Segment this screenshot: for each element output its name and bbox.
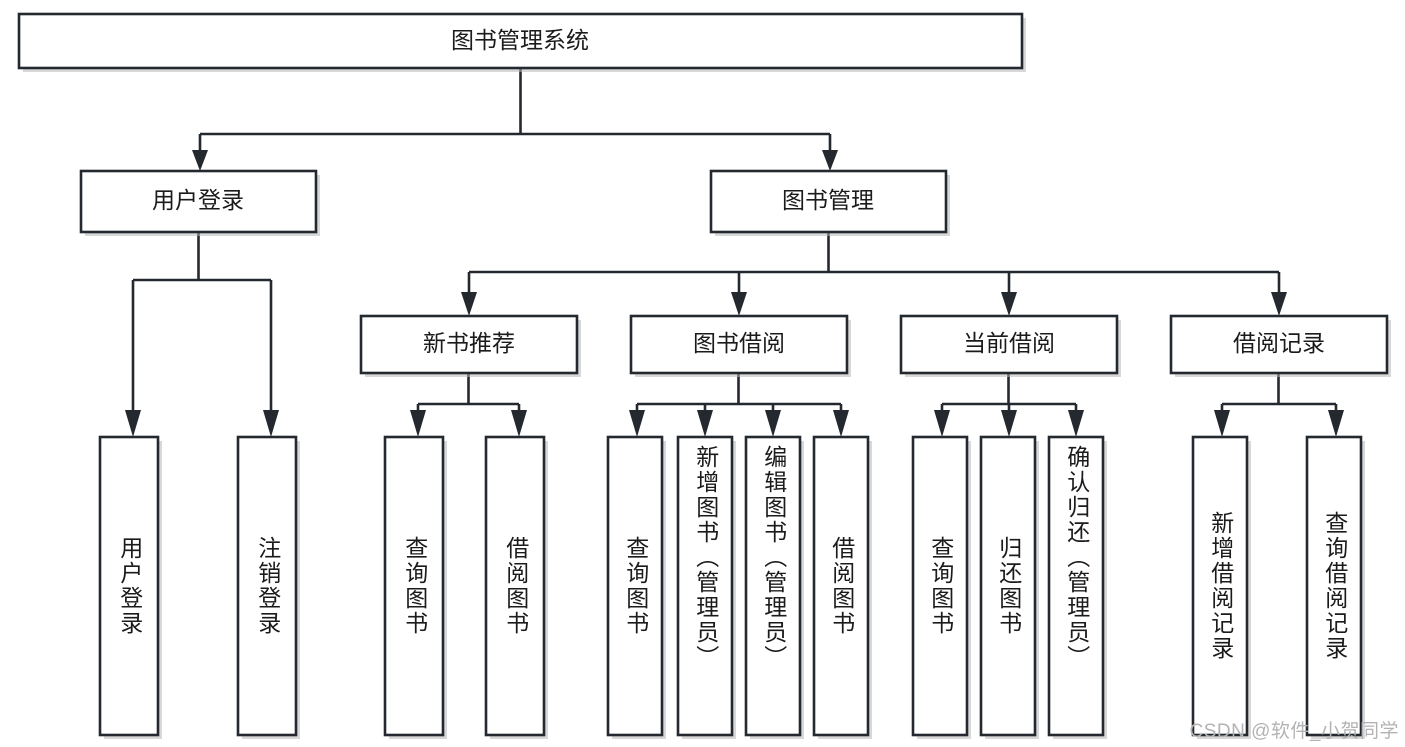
leaf-borrow-book-1-box[interactable] <box>484 435 546 737</box>
node-user-login-box[interactable] <box>79 169 318 234</box>
arrowhead-leaf-logout-login <box>263 410 279 437</box>
node-book-borrow[interactable]: 图书借阅 <box>629 314 851 377</box>
node-current-borrow-box[interactable] <box>899 314 1119 375</box>
node-borrow-record[interactable]: 借阅记录 <box>1169 314 1391 377</box>
leaf-logout-login-box[interactable] <box>236 435 298 737</box>
node-user-login-label: 用户登录 <box>152 187 244 213</box>
arrowhead-user-login <box>192 150 208 171</box>
leaf-edit-book-box[interactable] <box>744 435 802 737</box>
arrowhead-current-borrow <box>1001 292 1017 316</box>
arrowhead-new-book-recommend <box>461 292 477 316</box>
arrowhead-leaf-confirm-return <box>1068 410 1084 437</box>
node-new-book-recommend[interactable]: 新书推荐 <box>359 314 581 377</box>
leaf-borrow-book-2-box[interactable] <box>812 435 870 737</box>
node-user-login[interactable]: 用户登录 <box>79 169 320 236</box>
leaf-add-book-box[interactable] <box>676 435 734 737</box>
connector-layer <box>125 68 1344 437</box>
arrowhead-leaf-query-book-1 <box>410 410 426 437</box>
arrowhead-book-management <box>822 150 838 171</box>
leaf-add-record-box[interactable] <box>1191 435 1249 737</box>
node-borrow-record-label: 借阅记录 <box>1233 330 1325 356</box>
leaf-query-book-2-box[interactable] <box>606 435 664 737</box>
node-book-borrow-box[interactable] <box>629 314 849 375</box>
node-current-borrow-label: 当前借阅 <box>963 330 1055 356</box>
node-book-management[interactable]: 图书管理 <box>709 169 950 236</box>
leaf-layer <box>98 435 1365 739</box>
leaf-confirm-return-box[interactable] <box>1047 435 1105 737</box>
node-new-book-recommend-box[interactable] <box>359 314 579 375</box>
node-current-borrow[interactable]: 当前借阅 <box>899 314 1121 377</box>
node-root-box[interactable] <box>17 12 1024 70</box>
arrowhead-leaf-edit-book <box>765 410 781 437</box>
node-book-borrow-label: 图书借阅 <box>693 330 785 356</box>
leaf-query-book-3-box[interactable] <box>911 435 969 737</box>
leaf-query-book-1-box[interactable] <box>383 435 445 737</box>
node-root-label: 图书管理系统 <box>451 27 589 53</box>
arrowhead-leaf-borrow-book-2 <box>833 410 849 437</box>
leaf-return-book-box[interactable] <box>979 435 1037 737</box>
arrowhead-leaf-add-record <box>1214 410 1230 437</box>
node-new-book-recommend-label: 新书推荐 <box>423 330 515 356</box>
node-book-management-box[interactable] <box>709 169 948 234</box>
arrowhead-leaf-borrow-book-1 <box>511 410 527 437</box>
arrowhead-borrow-record <box>1271 292 1287 316</box>
arrowhead-leaf-query-record <box>1328 410 1344 437</box>
arrowhead-leaf-user-login <box>125 410 141 437</box>
arrowhead-leaf-return-book <box>1001 410 1017 437</box>
arrowhead-book-borrow <box>731 292 747 316</box>
leaf-user-login-box[interactable] <box>98 435 160 737</box>
arrowhead-leaf-query-book-3 <box>934 410 950 437</box>
csdn-watermark: CSDN @软件_小贺同学 <box>1189 721 1399 742</box>
node-borrow-record-box[interactable] <box>1169 314 1389 375</box>
arrowhead-leaf-add-book <box>697 410 713 437</box>
arrowhead-leaf-query-book-2 <box>629 410 645 437</box>
node-book-management-label: 图书管理 <box>782 187 874 213</box>
node-root[interactable]: 图书管理系统 <box>17 12 1026 72</box>
leaf-query-record-box[interactable] <box>1305 435 1363 737</box>
